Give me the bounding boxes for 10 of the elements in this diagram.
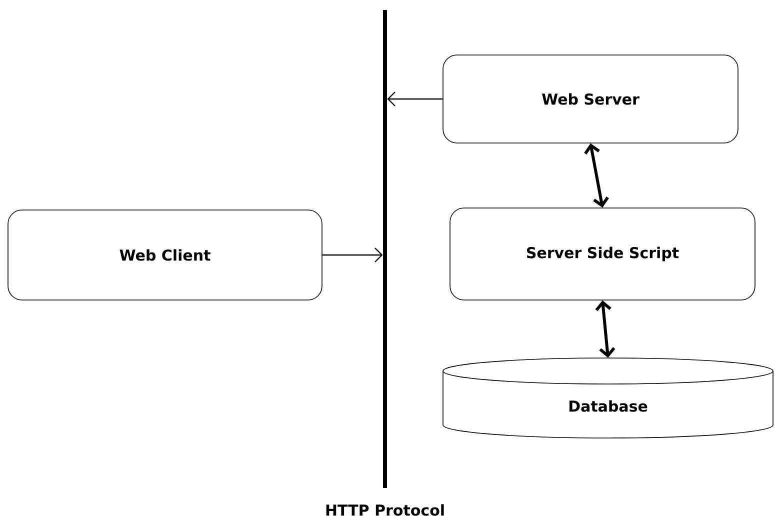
- arrow: [387, 92, 443, 106]
- process-box: Web Client: [8, 210, 322, 300]
- node-label: Database: [569, 400, 648, 412]
- process-box: Web Server: [442, 54, 738, 144]
- protocol-label: HTTP Protocol: [326, 504, 444, 516]
- arrow: [584, 143, 609, 208]
- process-box: Server Side Script: [450, 208, 756, 300]
- database-cylinder: Database: [442, 358, 774, 438]
- arrow: [595, 300, 616, 358]
- arrow: [322, 248, 383, 262]
